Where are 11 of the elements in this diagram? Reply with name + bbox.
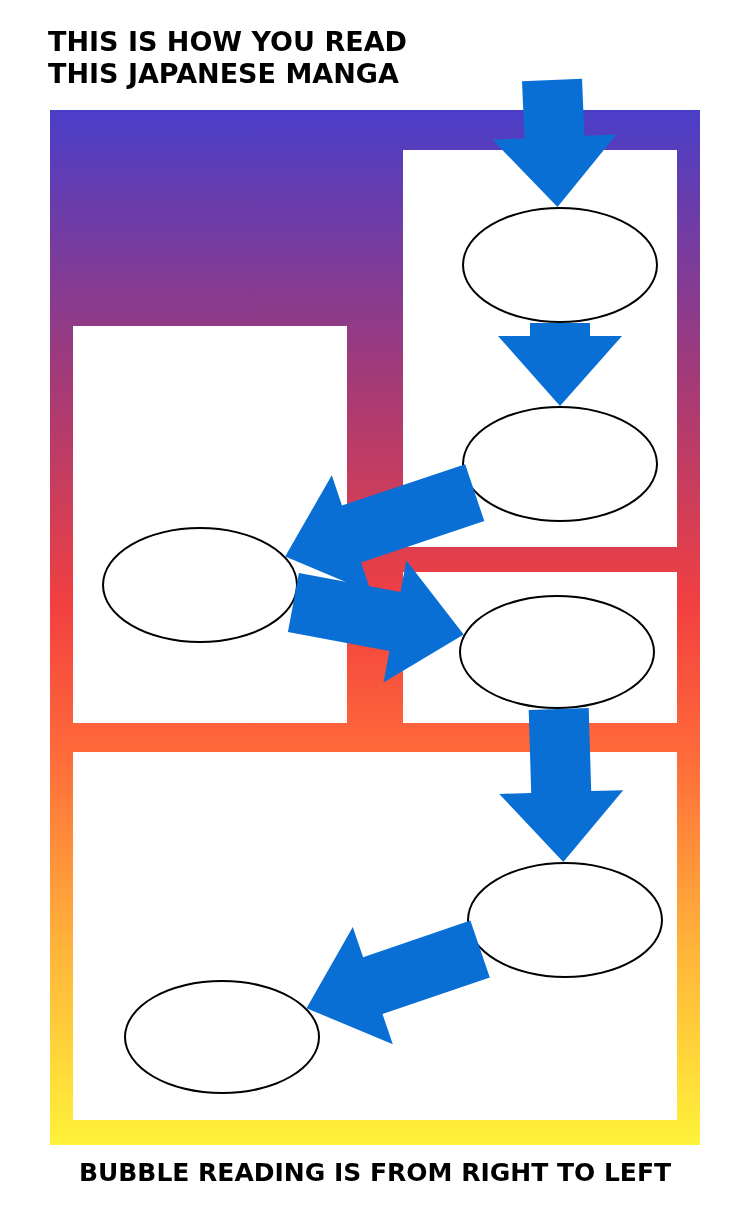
comic-panel (73, 752, 677, 1120)
arrow (306, 920, 490, 1045)
arrow (492, 78, 617, 207)
arrow (287, 560, 464, 683)
caption: BUBBLE READING IS FROM RIGHT TO LEFT (77, 1158, 673, 1187)
arrow (498, 323, 622, 406)
title: THIS IS HOW YOU READ THIS JAPANESE MANGA (48, 26, 408, 90)
comic-panel (73, 326, 347, 723)
comic-panel (403, 572, 677, 723)
page-frame (50, 110, 700, 1145)
arrow (499, 708, 624, 862)
